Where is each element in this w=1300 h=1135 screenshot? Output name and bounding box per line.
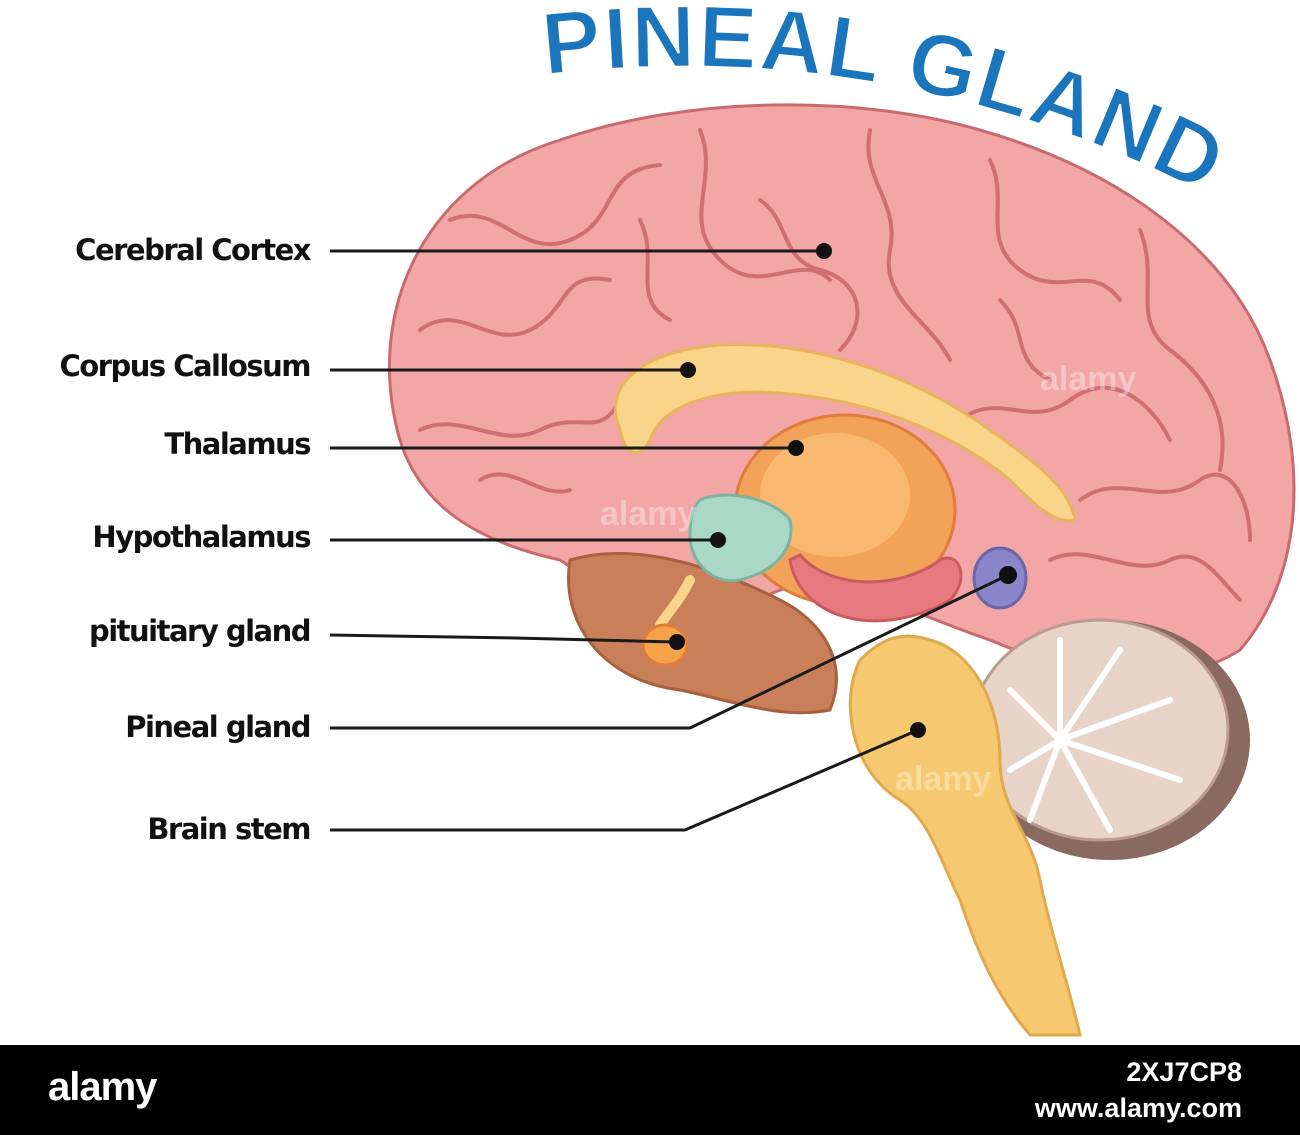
footer-bar: alamy 2XJ7CP8 www.alamy.com xyxy=(0,1045,1300,1135)
footer-site: www.alamy.com xyxy=(1034,1093,1242,1123)
label-pituitary-gland: pituitary gland xyxy=(88,614,312,648)
alamy-logo-icon xyxy=(52,1059,162,1121)
label-cerebral-cortex: Cerebral Cortex xyxy=(75,233,311,267)
hypothalamus-illustration xyxy=(688,493,793,583)
label-brain-stem: Brain stem xyxy=(147,812,311,846)
leader-pineal-gland xyxy=(330,573,1009,730)
svg-text:alamy: alamy xyxy=(895,760,991,798)
dot-hypothalamus xyxy=(710,532,726,548)
label-pineal-gland: Pineal gland xyxy=(125,710,311,744)
corpus-callosum-illustration xyxy=(614,343,1077,523)
label-corpus-callosum: Corpus Callosum xyxy=(59,349,311,383)
dot-pineal-gland xyxy=(999,566,1017,584)
footer-brand: alamy xyxy=(48,1065,157,1109)
leader-lines xyxy=(329,249,1009,832)
watermark: alamy alamy alamy xyxy=(600,360,1136,798)
svg-text:alamy: alamy xyxy=(1040,360,1136,398)
label-thalamus: Thalamus xyxy=(164,427,311,461)
dot-thalamus xyxy=(788,440,804,456)
label-hypothalamus: Hypothalamus xyxy=(92,520,311,554)
footer-image-code: 2XJ7CP8 xyxy=(1126,1057,1242,1087)
dot-brain-stem xyxy=(910,722,926,738)
leader-brain-stem xyxy=(330,728,919,832)
svg-text:alamy: alamy xyxy=(600,495,696,533)
dot-cerebral-cortex xyxy=(816,243,832,259)
thalamus-illustration xyxy=(733,413,963,623)
dot-corpus-callosum xyxy=(680,362,696,378)
leader-dots xyxy=(669,243,1017,738)
leader-pituitary-gland xyxy=(329,633,676,644)
cerebellum-illustration xyxy=(970,618,1250,860)
dot-pituitary-gland xyxy=(669,634,685,650)
